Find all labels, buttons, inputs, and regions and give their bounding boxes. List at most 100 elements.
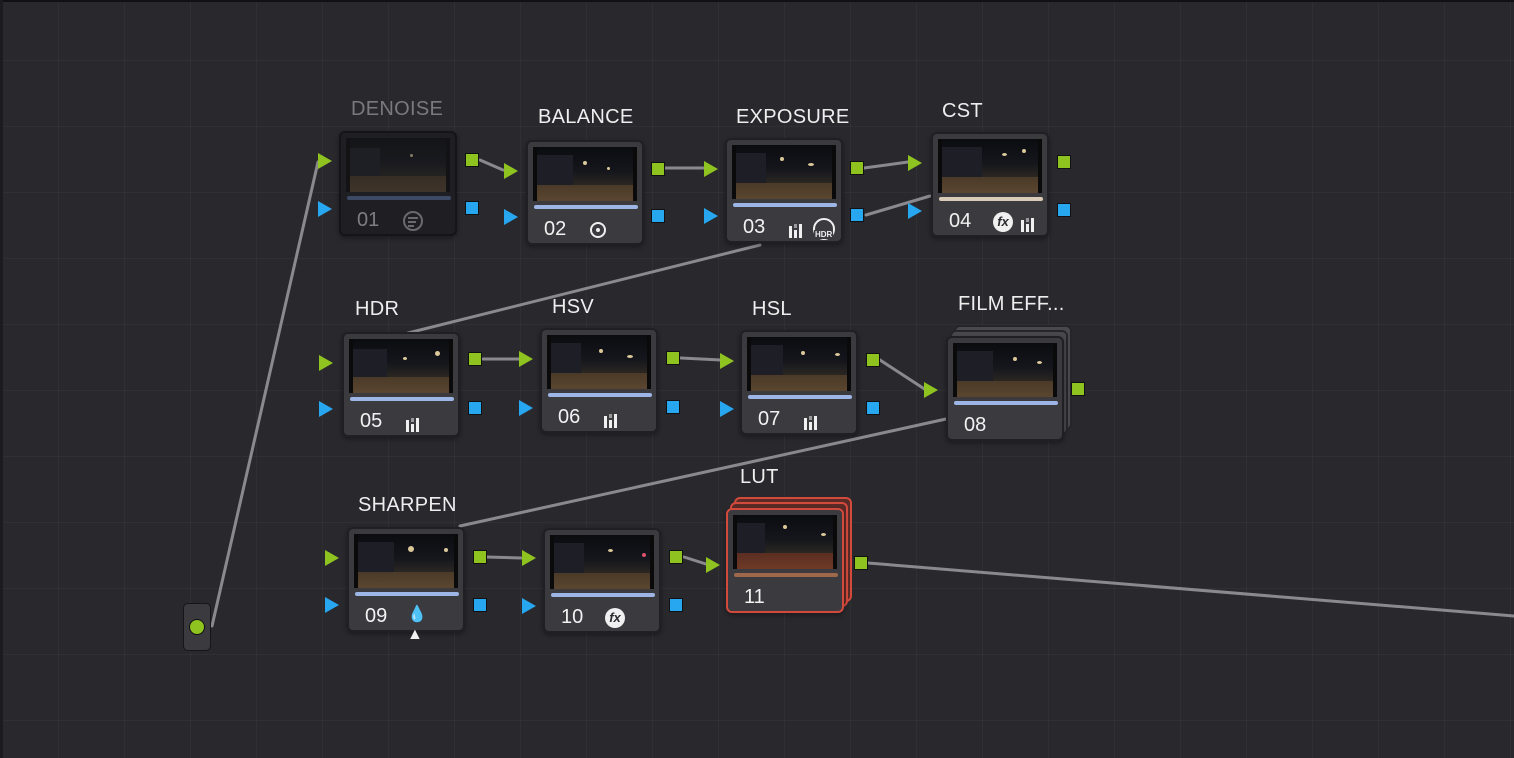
- node-05-rgb-output[interactable]: [468, 352, 482, 366]
- node-label-hdr: HDR: [355, 298, 400, 320]
- node-bar: [350, 397, 454, 401]
- node-label-hsl: HSL: [752, 298, 792, 320]
- source-input[interactable]: [183, 603, 211, 651]
- node-thumbnail: [938, 139, 1042, 193]
- node-thumbnail: [953, 343, 1057, 397]
- node-number: 01: [357, 209, 380, 231]
- node-bar: [551, 593, 655, 597]
- node-09[interactable]: 09 💧▲: [347, 527, 465, 643]
- node-04[interactable]: 04 fx: [931, 132, 1049, 237]
- node-03-alpha-output[interactable]: [850, 208, 864, 222]
- node-thumbnail: [550, 535, 654, 589]
- node-label-lut: LUT: [740, 466, 779, 488]
- node-06-rgb-output[interactable]: [666, 351, 680, 365]
- node-01-rgb-input[interactable]: [318, 153, 332, 169]
- node-thumbnail: [747, 337, 851, 391]
- node-01-alpha-output[interactable]: [465, 201, 479, 215]
- connection-03-04[interactable]: [862, 160, 910, 170]
- node-04-rgb-output[interactable]: [1057, 155, 1071, 169]
- connection-06-07[interactable]: [679, 356, 723, 362]
- hdr-icon: HDR: [813, 218, 835, 240]
- node-03-rgb-input[interactable]: [704, 161, 718, 177]
- node-number: 07: [758, 408, 781, 430]
- node-10-rgb-input[interactable]: [522, 550, 536, 566]
- bars-icon: [1021, 212, 1043, 232]
- node-08-rgb-input[interactable]: [924, 382, 938, 398]
- circle-icon: [590, 222, 606, 238]
- connection-08-09[interactable]: [458, 417, 948, 528]
- node-06-alpha-output[interactable]: [666, 400, 680, 414]
- connection-04-05[interactable]: [406, 243, 762, 335]
- node-04-alpha-output[interactable]: [1057, 203, 1071, 217]
- node-10[interactable]: 10 fx: [543, 528, 661, 633]
- node-09-rgb-input[interactable]: [325, 550, 339, 566]
- node-07[interactable]: 07: [740, 330, 858, 435]
- node-03[interactable]: 03 HDR: [725, 138, 843, 243]
- node-label-film-effect: FILM EFF...: [958, 293, 1065, 315]
- node-number: 11: [744, 586, 765, 608]
- node-07-alpha-output[interactable]: [866, 401, 880, 415]
- node-11-rgb-input[interactable]: [706, 557, 720, 573]
- connection-07-08[interactable]: [878, 358, 928, 392]
- node-bar: [748, 395, 852, 399]
- node-thumbnail: [733, 515, 837, 569]
- node-label-hsv: HSV: [552, 296, 595, 318]
- node-label-balance: BALANCE: [538, 106, 634, 128]
- node-11-rgb-output[interactable]: [854, 556, 868, 570]
- node-08[interactable]: 08: [946, 336, 1064, 441]
- node-11[interactable]: 11: [726, 508, 844, 613]
- node-10-rgb-output[interactable]: [669, 550, 683, 564]
- node-09-rgb-output[interactable]: [473, 550, 487, 564]
- node-02-rgb-output[interactable]: [651, 162, 665, 176]
- node-06-alpha-input[interactable]: [519, 400, 533, 416]
- node-05-alpha-output[interactable]: [468, 401, 482, 415]
- bars-icon: [789, 218, 811, 238]
- node-10-alpha-output[interactable]: [669, 598, 683, 612]
- node-thumbnail: [346, 138, 450, 192]
- fx-icon: fx: [993, 212, 1013, 232]
- node-04-alpha-input[interactable]: [908, 203, 922, 219]
- connection-source-01[interactable]: [210, 160, 320, 628]
- connection-11-output[interactable]: [866, 561, 1514, 618]
- node-07-rgb-output[interactable]: [866, 353, 880, 367]
- node-05-alpha-input[interactable]: [319, 401, 333, 417]
- node-07-rgb-input[interactable]: [720, 353, 734, 369]
- node-02-alpha-output[interactable]: [651, 209, 665, 223]
- node-10-alpha-input[interactable]: [522, 598, 536, 614]
- bars-icon: [406, 412, 428, 432]
- node-01-rgb-output[interactable]: [465, 153, 479, 167]
- source-output-port[interactable]: [189, 619, 205, 635]
- node-05-rgb-input[interactable]: [319, 355, 333, 371]
- node-02[interactable]: 02: [526, 140, 644, 245]
- node-07-alpha-input[interactable]: [720, 401, 734, 417]
- fx-icon: fx: [605, 608, 625, 628]
- connection-09-10[interactable]: [485, 555, 523, 560]
- node-02-alpha-input[interactable]: [504, 209, 518, 225]
- node-bar: [733, 203, 837, 207]
- node-thumbnail: [354, 534, 458, 588]
- node-09-alpha-input[interactable]: [325, 597, 339, 613]
- node-number: 09: [365, 605, 388, 627]
- node-label-exposure: EXPOSURE: [736, 106, 850, 128]
- node-01-alpha-input[interactable]: [318, 201, 332, 217]
- node-08-rgb-output[interactable]: [1071, 382, 1085, 396]
- node-05[interactable]: 05: [342, 332, 460, 437]
- node-06-rgb-input[interactable]: [519, 351, 533, 367]
- node-number: 05: [360, 410, 383, 432]
- node-bar: [548, 393, 652, 397]
- node-thumbnail: [547, 335, 651, 389]
- panel-left-border: [0, 0, 3, 758]
- node-06[interactable]: 06: [540, 328, 658, 433]
- node-bar: [347, 196, 451, 200]
- node-number: 02: [544, 218, 567, 240]
- node-bar: [954, 401, 1058, 405]
- node-number: 04: [949, 210, 972, 232]
- node-02-rgb-input[interactable]: [504, 163, 518, 179]
- node-04-rgb-input[interactable]: [908, 155, 922, 171]
- node-03-alpha-input[interactable]: [704, 208, 718, 224]
- node-09-alpha-output[interactable]: [473, 598, 487, 612]
- connection-01-02[interactable]: [478, 158, 505, 172]
- node-01[interactable]: 01: [339, 131, 457, 236]
- node-03-rgb-output[interactable]: [850, 161, 864, 175]
